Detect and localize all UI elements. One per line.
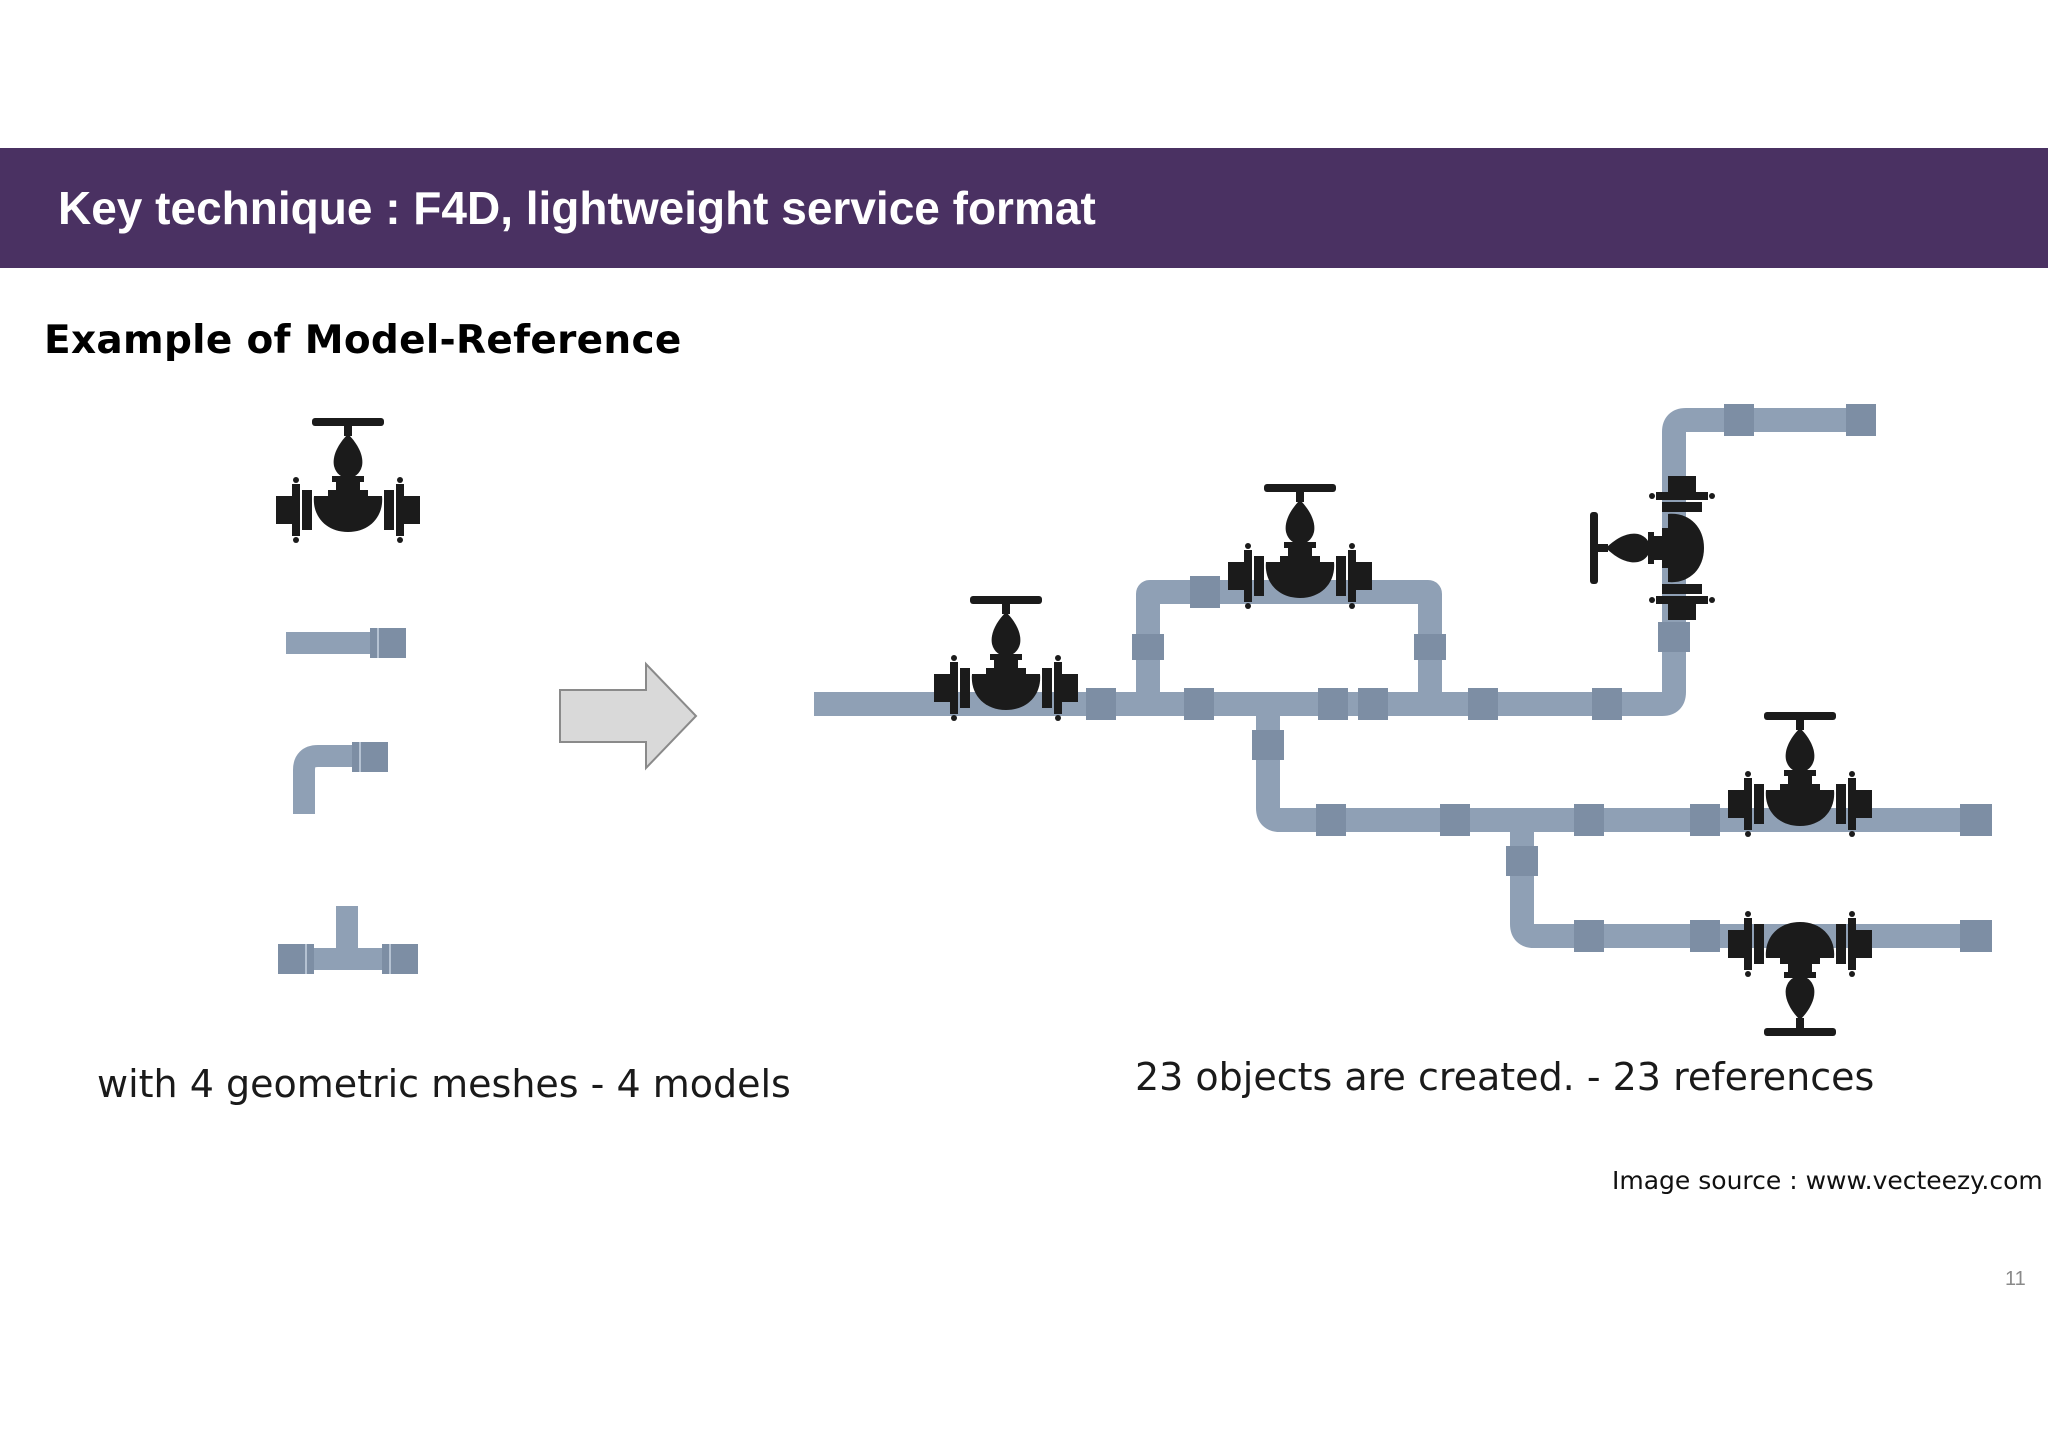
model-elbow-pipe xyxy=(293,742,388,814)
model-straight-pipe xyxy=(286,628,406,658)
pipeline-valve-2 xyxy=(1228,484,1372,609)
pipeline-valve-5 xyxy=(1728,911,1872,1036)
title-banner: Key technique : F4D, lightweight service… xyxy=(0,148,2048,268)
pipe-joints xyxy=(1086,404,1992,952)
image-source: Image source : www.vecteezy.com xyxy=(1612,1166,2043,1195)
page-title: Key technique : F4D, lightweight service… xyxy=(58,182,1096,234)
right-caption: 23 objects are created. - 23 references xyxy=(1135,1055,1875,1099)
section-subtitle: Example of Model-Reference xyxy=(44,318,682,363)
right-arrow-icon xyxy=(559,661,698,771)
model-valve xyxy=(276,418,420,543)
pipeline-valve-3 xyxy=(1590,476,1715,620)
left-caption: with 4 geometric meshes - 4 models xyxy=(97,1062,791,1106)
valve-icon xyxy=(276,418,420,543)
pipeline-valve-1 xyxy=(934,596,1078,721)
pipeline-valve-4 xyxy=(1728,712,1872,837)
page-number: 11 xyxy=(2005,1268,2026,1290)
model-tee-pipe xyxy=(278,906,418,974)
